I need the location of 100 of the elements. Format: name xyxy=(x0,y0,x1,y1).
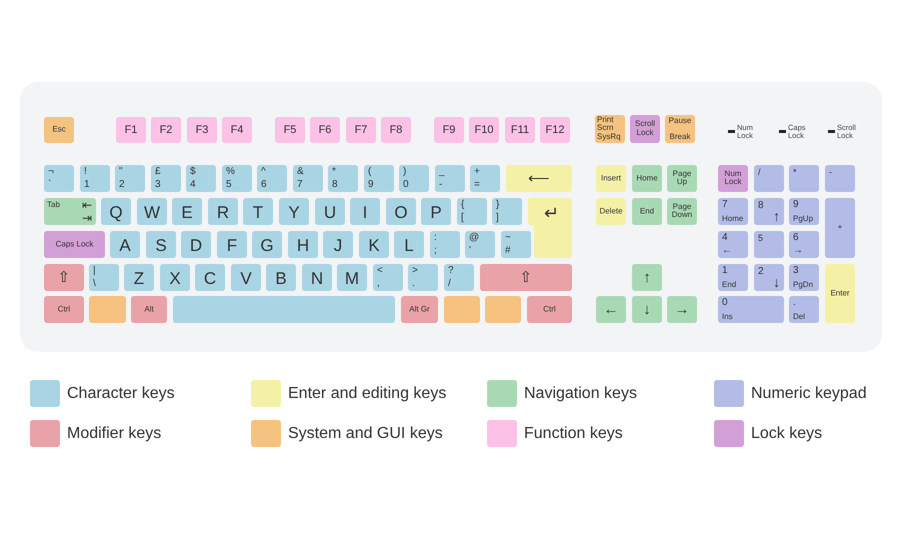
key-label: PgUp xyxy=(793,215,814,223)
keyboard-key xyxy=(115,165,145,192)
keyboard-key xyxy=(257,165,287,192)
key-label: Page Down xyxy=(670,202,694,220)
keyboard-key xyxy=(401,296,438,323)
keyboard-key xyxy=(328,165,358,192)
keyboard-key xyxy=(465,231,495,258)
keyboard-key xyxy=(44,198,96,225)
key-label: > xyxy=(412,266,418,276)
key-label: Break xyxy=(668,133,692,141)
keyboard-key xyxy=(302,264,332,291)
key-label: ← xyxy=(602,302,620,317)
legend-label: Lock keys xyxy=(751,425,822,443)
key-label: F7 xyxy=(354,125,368,136)
keyboard-key xyxy=(485,296,521,323)
keyboard-key xyxy=(718,198,748,225)
key-label: - xyxy=(439,180,442,190)
key-label: " xyxy=(119,167,123,177)
keyboard-key xyxy=(718,165,748,192)
key-label: K xyxy=(367,237,381,254)
key-label: 8 xyxy=(758,201,764,211)
keyboard-key xyxy=(434,117,464,143)
legend-label: Navigation keys xyxy=(524,385,637,403)
key-label: M xyxy=(344,270,360,287)
keyboard-key xyxy=(789,296,819,323)
key-label: Esc xyxy=(51,126,67,134)
keyboard-key xyxy=(364,165,394,192)
key-label: U xyxy=(322,204,338,221)
keyboard-key xyxy=(754,231,784,258)
key-label: F1 xyxy=(124,125,138,136)
keyboard-key xyxy=(131,296,167,323)
keyboard-key xyxy=(110,231,140,258)
keyboard-key xyxy=(430,231,460,258)
key-label: % xyxy=(226,167,235,177)
keyboard-key xyxy=(231,264,261,291)
keyboard-key xyxy=(718,231,748,258)
key-label: F4 xyxy=(230,125,244,136)
key-label: L xyxy=(403,237,415,254)
keyboard-key xyxy=(408,264,438,291)
key-label: $ xyxy=(190,167,196,177)
keyboard-key xyxy=(293,165,323,192)
key-label: End xyxy=(638,207,656,216)
key-label: ' xyxy=(469,246,471,256)
key-label: F5 xyxy=(282,125,298,136)
key-label: Enter xyxy=(829,289,851,298)
keyboard-key xyxy=(665,115,695,143)
keyboard-key xyxy=(596,165,626,192)
key-label: * xyxy=(332,167,336,177)
key-label: Home xyxy=(722,215,744,223)
key-label: + xyxy=(474,167,480,177)
keyboard-key xyxy=(501,231,531,258)
key-label: ¬ xyxy=(48,167,54,177)
key-label: F9 xyxy=(442,125,456,136)
key-label: { xyxy=(461,200,464,210)
keyboard-key xyxy=(386,198,416,225)
key-label: F6 xyxy=(318,125,332,136)
key-label: E xyxy=(180,204,194,221)
keyboard-key xyxy=(160,264,190,291)
key-label: 0 xyxy=(403,180,409,190)
key-label: Ctrl xyxy=(56,305,72,314)
keyboard-key xyxy=(789,198,819,225)
keyboard-key xyxy=(444,264,474,291)
legend-label: Function keys xyxy=(524,425,623,443)
keyboard-key xyxy=(350,198,380,225)
key-label: : xyxy=(434,233,437,243)
key-label: 5 xyxy=(758,234,764,243)
key-label: ⇥ xyxy=(82,212,92,224)
keyboard-key xyxy=(137,198,167,225)
key-label: 5 xyxy=(226,180,232,190)
key-label: D xyxy=(188,237,204,254)
key-label: ← xyxy=(722,246,732,256)
key-label: C xyxy=(202,270,218,287)
key-label: 3 xyxy=(793,266,799,276)
keyboard-key xyxy=(373,264,403,291)
keyboard-key xyxy=(632,296,662,323)
key-label: Delete xyxy=(598,207,624,216)
key-label: 7 xyxy=(722,200,728,210)
keyboard-key xyxy=(172,198,202,225)
keyboard-key xyxy=(195,264,225,291)
keyboard-key xyxy=(337,264,367,291)
keyboard-key xyxy=(667,296,697,323)
key-label: A xyxy=(118,237,132,254)
keyboard-key xyxy=(181,231,211,258)
key-label: P xyxy=(429,204,443,221)
key-label: H xyxy=(296,237,310,254)
keyboard-key xyxy=(596,296,626,323)
key-label: F10 xyxy=(474,125,494,136)
keyboard-key xyxy=(630,115,660,143)
key-label: F8 xyxy=(388,125,404,136)
legend-label: Enter and editing keys xyxy=(288,385,446,403)
keyboard-key xyxy=(279,198,309,225)
keyboard-key xyxy=(44,165,74,192)
key-label: 9 xyxy=(368,180,374,190)
keyboard-key xyxy=(222,117,252,143)
keyboard-key xyxy=(310,117,340,143)
key-label: W xyxy=(142,204,162,221)
key-label: 1 xyxy=(722,266,728,276)
keyboard-key xyxy=(399,165,429,192)
legend-label: System and GUI keys xyxy=(288,425,443,443)
keyboard-key xyxy=(505,117,535,143)
